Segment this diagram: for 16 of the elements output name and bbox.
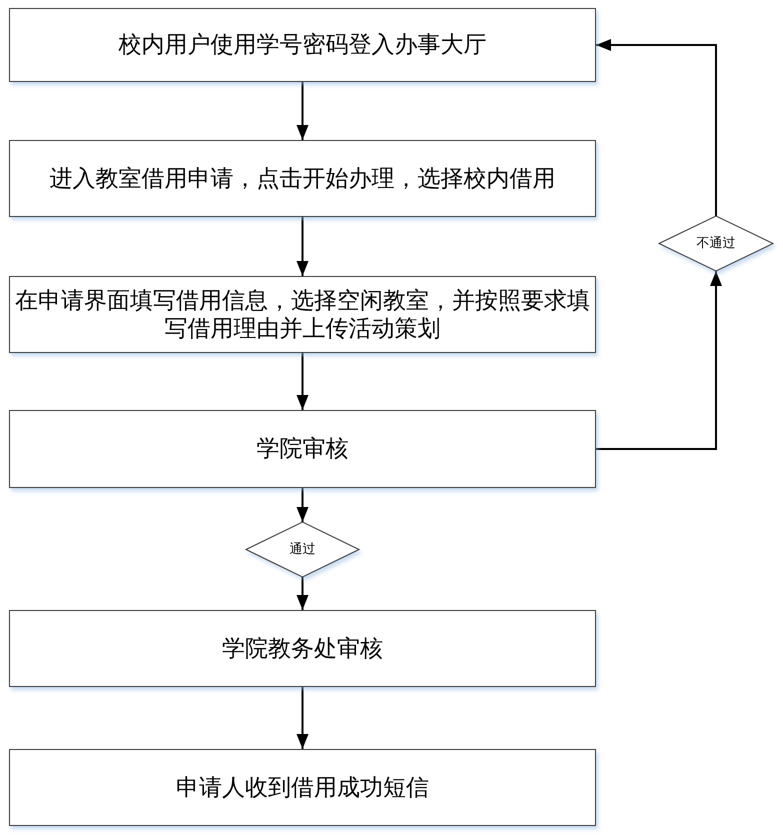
process-box: 校内用户使用学号密码登入办事大厅	[9, 8, 596, 82]
arrow	[596, 271, 722, 450]
arrow	[296, 488, 308, 522]
arrow	[296, 82, 308, 140]
decision-diamond: 不通过	[659, 216, 773, 271]
decision-diamond: 通过	[246, 522, 359, 577]
process-box: 进入教室借用申请，点击开始办理，选择校内借用	[9, 140, 596, 217]
process-box: 学院教务处审核	[9, 610, 596, 687]
arrow	[296, 217, 308, 276]
arrow	[296, 687, 308, 749]
arrow	[296, 353, 308, 410]
process-box: 在申请界面填写借用信息，选择空闲教室，并按照要求填写借用理由并上传活动策划	[9, 276, 596, 353]
process-box: 申请人收到借用成功短信	[9, 749, 596, 826]
arrow	[596, 39, 717, 216]
arrow	[296, 577, 308, 610]
process-box: 学院审核	[9, 410, 596, 488]
